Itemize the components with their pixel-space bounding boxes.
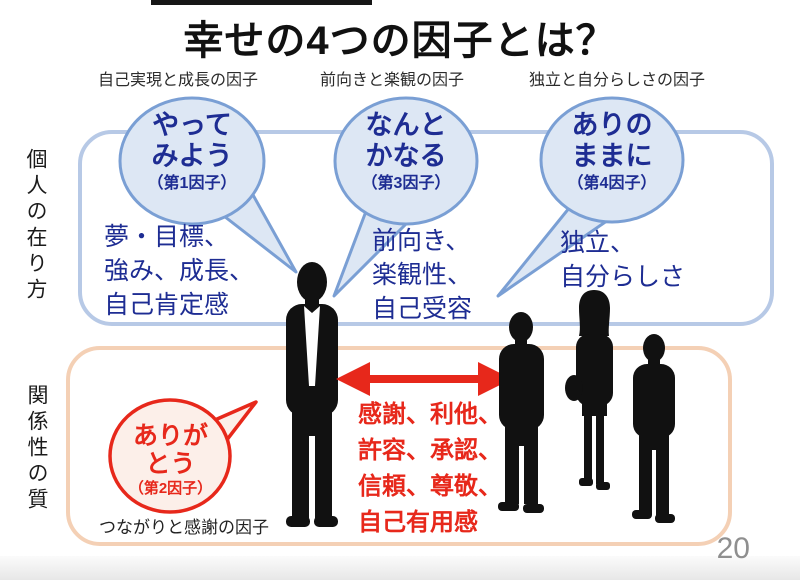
- category-label-factor4: 独立と自分らしさの因子: [528, 72, 705, 89]
- keywords-factor3-line3: 自己受容: [372, 295, 473, 323]
- bubble-factor1-label: （第1因子）: [147, 175, 237, 192]
- businessman-silhouette-icon: [286, 262, 338, 527]
- keywords-factor1-line3: 自己肯定感: [104, 291, 230, 319]
- bubble-factor2-line2: とう: [145, 450, 196, 478]
- keywords-factor3-line1: 前向き、: [372, 227, 471, 255]
- slide-title: 幸せの4つの因子とは？: [183, 19, 617, 63]
- relational-section-box: [66, 346, 732, 546]
- keywords-factor3: 前向き、 楽観性、 自己受容: [372, 224, 472, 326]
- bubble-factor4-line2: ままに: [571, 141, 653, 171]
- speech-bubble-factor2: ありが とう （第2因子）: [108, 422, 233, 499]
- bubble-factor1-line2: みよう: [151, 141, 233, 171]
- bubble-factor2-label: （第2因子）: [128, 480, 213, 497]
- bubble-factor2-line1: ありが: [132, 422, 208, 450]
- category-label-factor3: 前向きと楽観の因子: [319, 72, 464, 89]
- keywords-factor4: 独立、 自分らしさ: [560, 226, 685, 294]
- speech-bubble-factor3: なんと かなる （第3因子）: [333, 110, 479, 195]
- page-number: 20: [716, 532, 750, 565]
- bubble-factor3-label: （第3因子）: [361, 175, 451, 192]
- bubble-factor4-line1: ありの: [571, 110, 653, 140]
- video-artifact-line: [151, 0, 372, 5]
- bubble-factor3-line1: なんと: [365, 110, 447, 140]
- double-headed-arrow-icon: [336, 362, 512, 396]
- speech-bubble-factor4: ありの ままに （第4因子）: [539, 110, 685, 195]
- keywords-factor4-line1: 独立、: [560, 229, 636, 257]
- people-group-silhouette-icon: [498, 290, 675, 523]
- keywords-factor4-line2: 自分らしさ: [560, 263, 686, 291]
- speech-bubble-factor4-shape: [496, 96, 685, 298]
- speech-bubble-factor1-shape: [118, 96, 298, 274]
- keywords-factor2-line3: 信頼、尊敬、: [358, 473, 502, 500]
- keywords-factor2-line1: 感謝、利他、: [358, 401, 502, 428]
- category-label-factor2: つながりと感謝の因子: [99, 518, 269, 537]
- keywords-factor2: 感謝、利他、 許容、承認、 信頼、尊敬、 自己有用感: [358, 397, 502, 541]
- keywords-factor2-line4: 自己有用感: [358, 509, 478, 536]
- keywords-factor2-line2: 許容、承認、: [358, 437, 502, 464]
- side-label-relational: 関係性の質: [25, 384, 48, 514]
- category-label-factor1: 自己実現と成長の因子: [97, 72, 258, 89]
- bottom-edge-strip: [0, 556, 800, 580]
- keywords-factor1-line2: 強み、成長、: [104, 257, 255, 285]
- keywords-factor1: 夢・目標、 強み、成長、 自己肯定感: [104, 220, 254, 322]
- bubble-factor3-line2: かなる: [365, 141, 447, 171]
- keywords-factor1-line1: 夢・目標、: [104, 223, 230, 251]
- speech-bubble-factor2-shape: [108, 398, 258, 514]
- side-label-personal: 個人の在り方: [24, 148, 47, 304]
- bubble-factor1-line1: やって: [152, 110, 232, 140]
- speech-bubble-factor1: やって みよう （第1因子）: [119, 110, 265, 195]
- speech-bubble-factor3-shape: [332, 96, 479, 298]
- bubble-factor4-label: （第4因子）: [567, 175, 657, 192]
- keywords-factor3-line2: 楽観性、: [372, 261, 473, 289]
